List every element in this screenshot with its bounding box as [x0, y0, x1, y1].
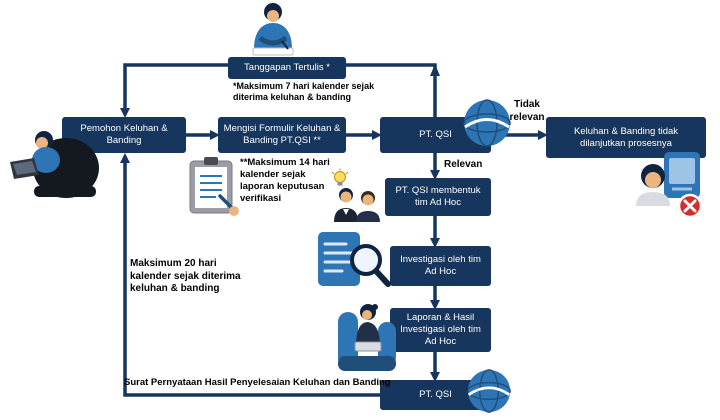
branch-label-tidak-relevan: Tidak relevan	[509, 99, 545, 123]
person-rejected-icon	[636, 152, 703, 219]
note-7-days: *Maksimum 7 hari kalender sejak diterima…	[233, 81, 375, 103]
node-laporan: Laporan & Hasil Investigasi oleh tim Ad …	[390, 308, 491, 352]
globe-icon	[467, 369, 511, 413]
globe-icon	[463, 99, 511, 147]
node-investigasi: Investigasi oleh tim Ad Hoc	[390, 246, 491, 286]
branch-label-relevan: Relevan	[444, 159, 483, 170]
note-14-days: **Maksimum 14 hari kalender sejak lapora…	[240, 157, 330, 204]
person-writing-icon	[252, 3, 294, 56]
note-20-days: Maksimum 20 hari kalender sejak diterima…	[130, 258, 241, 294]
node-tanggapan-tertulis: Tanggapan Tertulis *	[228, 57, 346, 79]
node-adhoc: PT. QSI membentuk tim Ad Hoc	[385, 178, 491, 216]
document-magnifier-icon	[318, 232, 391, 287]
clipboard-form-icon	[189, 157, 239, 216]
team-idea-icon	[331, 168, 380, 222]
label-surat-pernyataan: Surat Pernyataan Hasil Penyelesaian Kelu…	[124, 377, 391, 388]
arrow-loop-surat	[123, 160, 380, 397]
node-formulir: Mengisi Formulir Keluhan & Banding PT.QS…	[218, 117, 346, 153]
node-rejected: Keluhan & Banding tidak dilanjutkan pros…	[546, 117, 706, 158]
person-with-laptop-icon	[10, 131, 99, 198]
person-armchair-laptop-icon	[338, 304, 396, 371]
